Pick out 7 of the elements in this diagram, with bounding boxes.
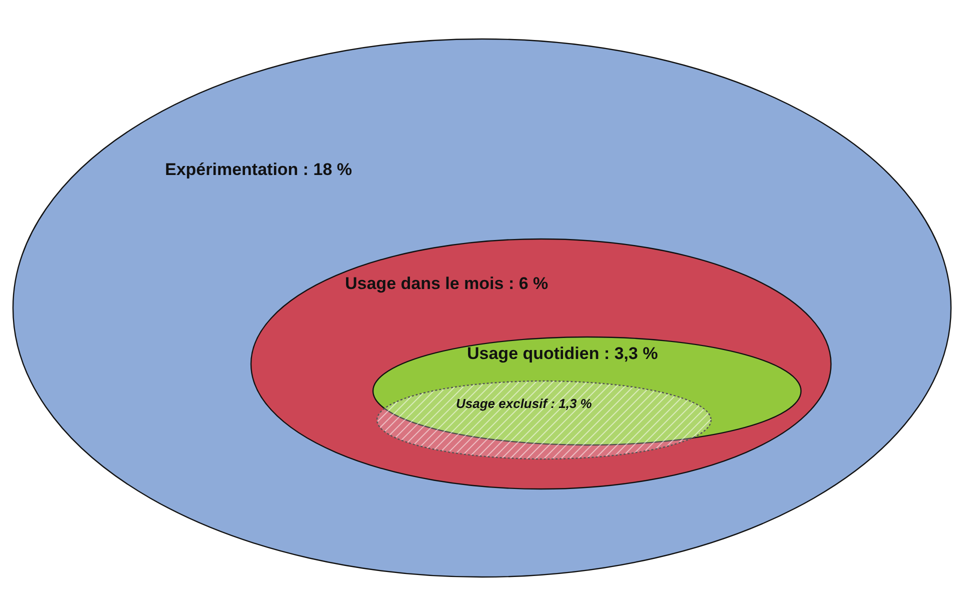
region-label: Expérimentation : 18 % bbox=[165, 160, 352, 180]
region-label: Usage exclusif : 1,3 % bbox=[456, 396, 592, 411]
ellipse-region bbox=[12, 38, 952, 578]
ellipse-region bbox=[250, 238, 832, 490]
ellipse-region bbox=[376, 380, 712, 460]
region-label: Usage dans le mois : 6 % bbox=[345, 274, 548, 294]
region-label: Usage quotidien : 3,3 % bbox=[467, 344, 658, 364]
